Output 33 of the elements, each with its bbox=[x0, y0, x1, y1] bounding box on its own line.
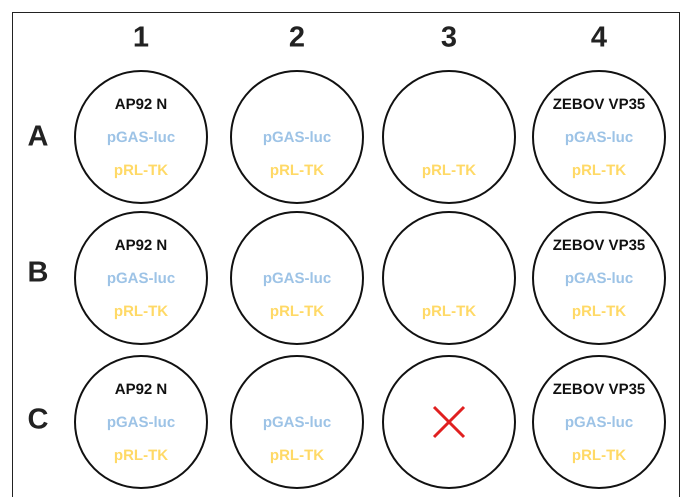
plasmid-label: pGAS-luc bbox=[262, 270, 332, 287]
row-label: C bbox=[28, 404, 48, 436]
plasmid-label: pRL-TK bbox=[270, 162, 324, 179]
protein-label: AP92 N bbox=[114, 96, 168, 113]
plasmid-label: pGAS-luc bbox=[106, 129, 176, 146]
protein-label: AP92 N bbox=[114, 381, 168, 398]
plasmid-label: pGAS-luc bbox=[564, 270, 634, 287]
plasmid-label: pRL-TK bbox=[114, 303, 168, 320]
plasmid-label: pGAS-luc bbox=[106, 414, 176, 431]
protein-label: ZEBOV VP35 bbox=[552, 237, 646, 254]
plasmid-label: pRL-TK bbox=[422, 162, 476, 179]
plasmid-label: pRL-TK bbox=[114, 447, 168, 464]
plasmid-label: pGAS-luc bbox=[262, 414, 332, 431]
plasmid-label: pGAS-luc bbox=[262, 129, 332, 146]
column-label: 4 bbox=[590, 22, 608, 54]
column-label: 1 bbox=[132, 22, 150, 54]
plasmid-label: pRL-TK bbox=[422, 303, 476, 320]
plasmid-label: pGAS-luc bbox=[564, 414, 634, 431]
column-label: 3 bbox=[440, 22, 458, 54]
plasmid-label: pGAS-luc bbox=[106, 270, 176, 287]
row-label: A bbox=[28, 120, 48, 154]
plasmid-label: pRL-TK bbox=[572, 162, 626, 179]
plasmid-label: pRL-TK bbox=[270, 303, 324, 320]
protein-label: ZEBOV VP35 bbox=[552, 381, 646, 398]
row-label: B bbox=[28, 256, 48, 290]
plasmid-label: pRL-TK bbox=[572, 303, 626, 320]
plasmid-label: pRL-TK bbox=[270, 447, 324, 464]
plasmid-label: pRL-TK bbox=[572, 447, 626, 464]
column-label: 2 bbox=[288, 22, 306, 54]
protein-label: ZEBOV VP35 bbox=[552, 96, 646, 113]
plasmid-label: pGAS-luc bbox=[564, 129, 634, 146]
protein-label: AP92 N bbox=[114, 237, 168, 254]
plasmid-label: pRL-TK bbox=[114, 162, 168, 179]
